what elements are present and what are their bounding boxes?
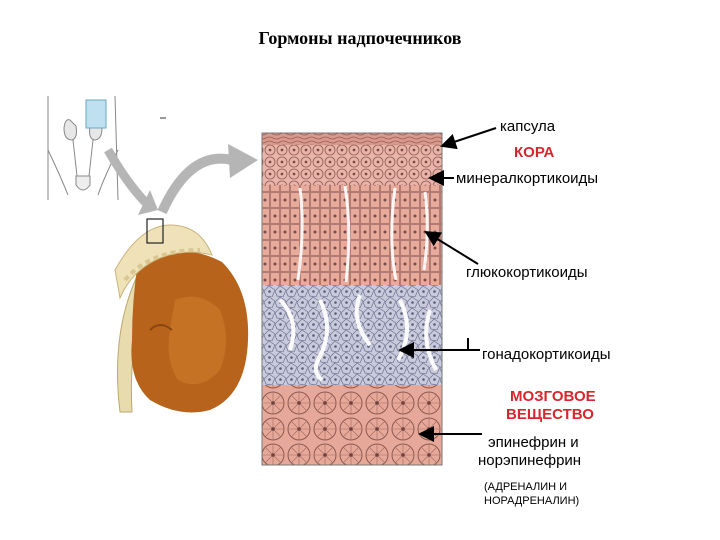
kidney-adrenal-icon xyxy=(114,224,249,413)
zona-glomerulosa xyxy=(262,145,442,185)
label-cortex: КОРА xyxy=(514,144,555,161)
human-body-outline-icon xyxy=(47,95,119,201)
label-epinephrine-2: норэпинефрин xyxy=(478,452,582,469)
medulla-layer xyxy=(262,385,442,465)
capsule-layer xyxy=(262,133,442,145)
label-medulla-1: МОЗГОВОЕ xyxy=(510,388,596,405)
zona-fasciculata xyxy=(262,185,442,285)
label-capsule: капсула xyxy=(500,118,556,135)
tissue-section xyxy=(261,132,443,466)
highlight-box xyxy=(85,99,107,129)
label-mineralocorticoids: минералкортикоиды xyxy=(456,170,599,187)
pointer-lines xyxy=(398,127,497,442)
label-adrenaline-1: (АДРЕНАЛИН И xyxy=(484,481,568,493)
label-epinephrine-1: эпинефрин и xyxy=(488,434,579,451)
label-adrenaline-2: НОРАДРЕНАЛИН) xyxy=(484,495,580,507)
label-glucocorticoids: глюкокортикоиды xyxy=(466,264,588,281)
curved-arrow-icon xyxy=(104,144,258,215)
zona-reticularis xyxy=(262,285,442,385)
page-title: Гормоны надпочечников xyxy=(258,28,462,48)
zoom-box xyxy=(146,218,164,244)
label-medulla-2: ВЕЩЕСТВО xyxy=(506,406,594,423)
label-gonadocorticoids: гонадокортикоиды xyxy=(482,346,611,363)
